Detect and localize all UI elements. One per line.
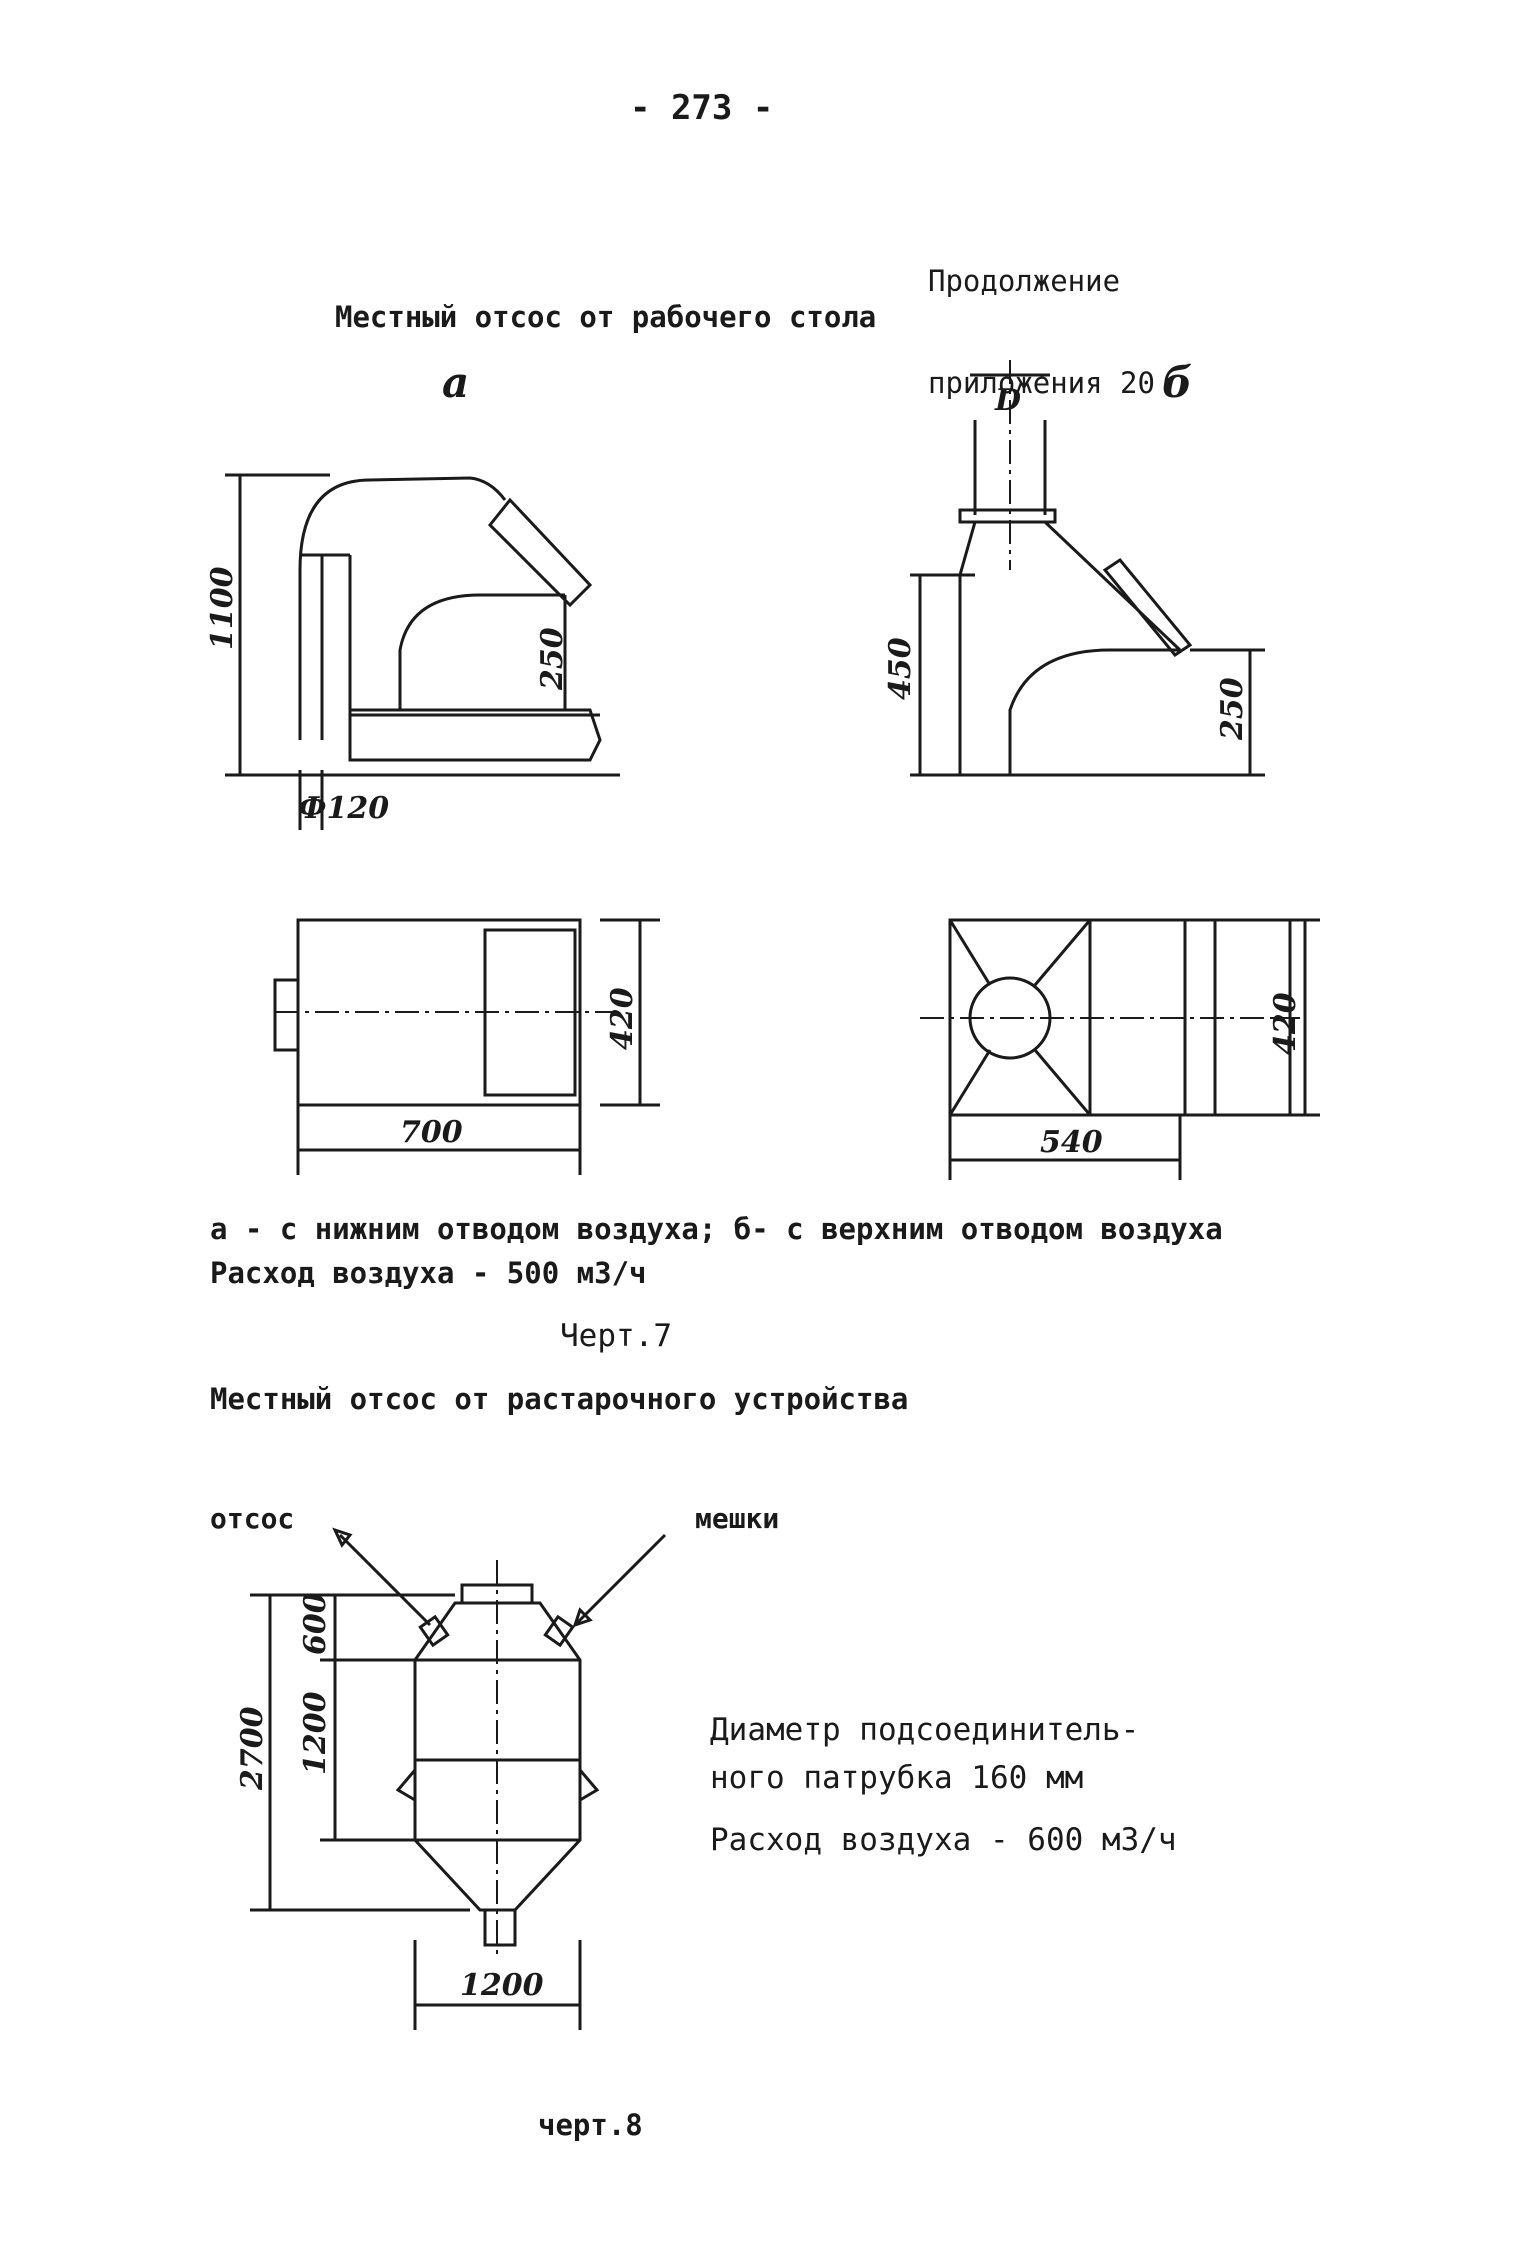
view-b-label: б [1162,358,1193,407]
dim-a-hood: 250 [535,627,570,691]
dim-a-pipe: Ф120 [298,791,389,826]
continuation-note: Продолжение приложения 20 [928,196,1155,434]
dim-b-depth: 420 [1268,992,1303,1055]
view-b-side-elevation [910,360,1265,777]
figure-8-label: черт.8 [538,2108,643,2142]
dim-a-depth: 420 [605,987,640,1050]
caption-line-2: Расход воздуха - 500 м3/ч [210,1256,647,1290]
continuation-line-1: Продолжение [928,264,1121,298]
dim-b-hood: 250 [1215,677,1250,741]
dim-a-height: 1100 [205,566,240,650]
label-suction: отсос [210,1502,295,1535]
dim-8-top: 600 [298,1592,333,1655]
continuation-line-2: приложения 20 [928,366,1155,400]
note-line-3: Расход воздуха - 600 м3/ч [710,1822,1177,1858]
view-b-plan [920,918,1320,1180]
section-1-title: Местный отсос от рабочего стола [335,300,877,334]
drawing-8-device [250,1527,667,2030]
view-a-plan [273,918,660,1175]
section-2-title: Местный отсос от растарочного устройства [210,1382,909,1416]
label-bags: мешки [695,1502,780,1535]
dim-b-height: 450 [883,637,918,700]
note-line-2: ного патрубка 160 мм [710,1760,1084,1796]
dim-b-length: 540 [1040,1125,1103,1160]
note-line-1: Диаметр подсоединитель- [710,1712,1140,1748]
figure-7-label: Черт.7 [560,1318,672,1354]
page-number: - 273 - [630,88,774,128]
caption-line-1: а - с нижним отводом воздуха; б- с верхн… [210,1212,1223,1246]
dim-8-width: 1200 [460,1968,544,2003]
dim-8-body: 1200 [298,1691,333,1775]
view-a-side-elevation [225,473,620,830]
dim-8-total: 2700 [235,1706,270,1791]
view-a-label: а [442,358,470,407]
dim-b-duct: D [994,383,1021,418]
dim-a-length: 700 [400,1115,463,1150]
